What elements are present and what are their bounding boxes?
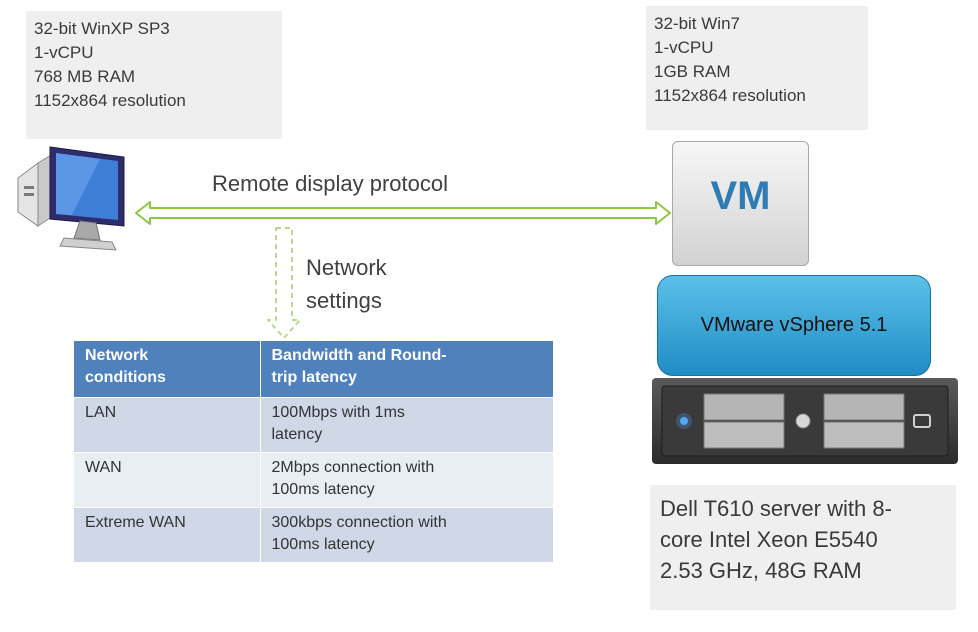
- cell-line: 100ms latency: [271, 535, 375, 553]
- server-caption: Dell T610 server with 8- core Intel Xeon…: [650, 485, 956, 610]
- row-wan-name: WAN: [74, 452, 261, 508]
- header-cell-line: Network: [85, 347, 149, 364]
- row-lan-name: LAN: [74, 397, 261, 453]
- table-header-row: Network conditions Bandwidth and Round- …: [74, 341, 554, 398]
- header-cell-line: Bandwidth and Round-: [271, 347, 447, 364]
- server-caption-line1: Dell T610 server with 8-: [660, 496, 892, 521]
- vm-spec-box: 32-bit Win7 1-vCPU 1GB RAM 1152x864 reso…: [646, 6, 868, 130]
- cell-line: 300kbps connection with: [271, 513, 447, 531]
- server-caption-line2: core Intel Xeon E5540: [660, 527, 878, 552]
- row-extreme-wan-desc: 300kbps connection with 100ms latency: [260, 507, 554, 563]
- protocol-arrow: [135, 201, 671, 225]
- row-wan-desc: 2Mbps connection with 100ms latency: [260, 452, 554, 508]
- client-spec-box: 32-bit WinXP SP3 1-vCPU 768 MB RAM 1152x…: [26, 11, 282, 139]
- vm-label: VM: [710, 174, 771, 218]
- network-label-line1: Network: [306, 255, 387, 280]
- cell-line: 100Mbps with 1ms: [271, 403, 405, 421]
- client-spec-ram: 768 MB RAM: [34, 67, 136, 86]
- header-cell-line: conditions: [85, 369, 166, 386]
- rack-server-icon: [652, 378, 958, 464]
- table-row: Extreme WAN 300kbps connection with 100m…: [74, 507, 554, 563]
- cell-line: latency: [271, 425, 323, 443]
- client-spec-cpu: 1-vCPU: [34, 43, 94, 62]
- client-spec-os: 32-bit WinXP SP3: [34, 19, 170, 38]
- cell-line: 100ms latency: [271, 480, 375, 498]
- header-cell-line: trip latency: [271, 369, 357, 386]
- network-settings-arrow: [267, 227, 301, 339]
- network-conditions-table: Network conditions Bandwidth and Round- …: [74, 341, 554, 563]
- vm-box: VM: [672, 141, 809, 266]
- vm-spec-ram: 1GB RAM: [654, 62, 731, 81]
- table-row: WAN 2Mbps connection with 100ms latency: [74, 452, 554, 508]
- server-caption-line3: 2.53 GHz, 48G RAM: [660, 558, 862, 583]
- cell-line: 2Mbps connection with: [271, 458, 435, 476]
- row-lan-desc: 100Mbps with 1ms latency: [260, 397, 554, 453]
- client-spec-resolution: 1152x864 resolution: [34, 91, 186, 110]
- hypervisor-label: VMware vSphere 5.1: [700, 314, 888, 336]
- row-extreme-wan-name: Extreme WAN: [74, 507, 261, 563]
- vm-spec-resolution: 1152x864 resolution: [654, 86, 806, 105]
- rack-server-drawing: [661, 385, 949, 457]
- header-network-conditions: Network conditions: [74, 341, 261, 398]
- header-bandwidth-latency: Bandwidth and Round- trip latency: [260, 341, 554, 398]
- desktop-computer-icon: [17, 146, 125, 251]
- vm-spec-cpu: 1-vCPU: [654, 38, 714, 57]
- hypervisor-box: VMware vSphere 5.1: [657, 275, 931, 376]
- network-label-line2: settings: [306, 288, 382, 313]
- vm-spec-os: 32-bit Win7: [654, 14, 740, 33]
- protocol-label: Remote display protocol: [212, 171, 449, 196]
- table-row: LAN 100Mbps with 1ms latency: [74, 397, 554, 453]
